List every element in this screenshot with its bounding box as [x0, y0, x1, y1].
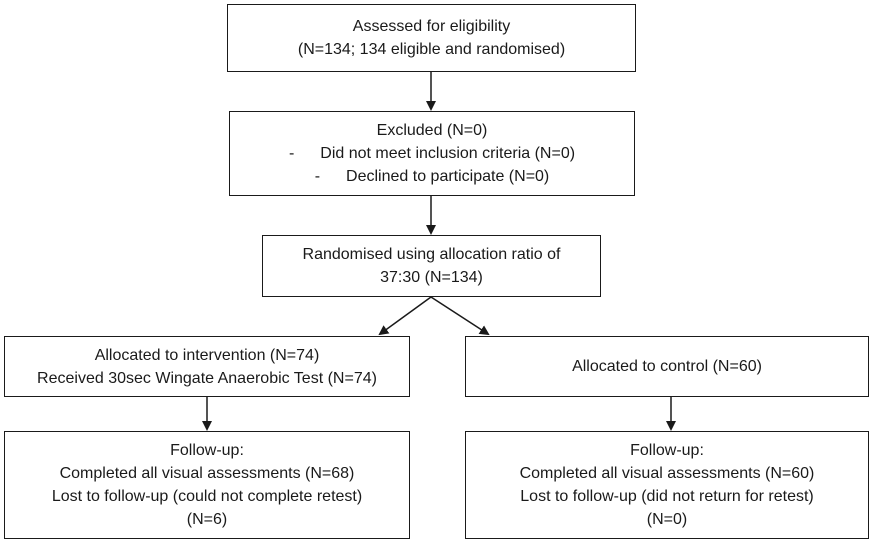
- followup-control-lost-count: (N=0): [646, 511, 688, 528]
- eligibility-count: (N=134; 134 eligible and randomised): [297, 41, 566, 58]
- arrow-randomised-to-control: [430, 296, 490, 336]
- followup-intervention-box: Follow-up: Completed all visual assessme…: [4, 431, 410, 539]
- followup-control-box: Follow-up: Completed all visual assessme…: [465, 431, 869, 539]
- allocated-control-title: Allocated to control (N=60): [572, 358, 762, 375]
- eligibility-box: Assessed for eligibility (N=134; 134 eli…: [227, 4, 636, 72]
- excluded-box: Excluded (N=0) - Did not meet inclusion c…: [229, 111, 635, 196]
- bullet-dash: -: [288, 145, 295, 162]
- excluded-reason-not-eligible: - Did not meet inclusion criteria (N=0): [289, 142, 575, 165]
- followup-intervention-completed: Completed all visual assessments (N=68): [59, 465, 355, 482]
- followup-control-completed: Completed all visual assessments (N=60): [519, 465, 815, 482]
- followup-control-title: Follow-up:: [630, 442, 704, 459]
- followup-intervention-title: Follow-up:: [170, 442, 244, 459]
- excluded-title: Excluded (N=0): [376, 122, 488, 139]
- allocated-control-box: Allocated to control (N=60): [465, 336, 869, 397]
- excluded-reason-declined: - Declined to participate (N=0): [315, 165, 550, 188]
- randomised-box: Randomised using allocation ratio of 37:…: [262, 235, 601, 297]
- randomised-ratio: 37:30 (N=134): [380, 269, 483, 286]
- allocated-intervention-detail: Received 30sec Wingate Anaerobic Test (N…: [37, 369, 377, 387]
- followup-intervention-lost: Lost to follow-up (could not complete re…: [51, 488, 363, 505]
- excluded-reason-not-eligible-text: Did not meet inclusion criteria (N=0): [320, 145, 576, 162]
- bullet-dash: -: [314, 168, 321, 185]
- excluded-reason-declined-text: Declined to participate (N=0): [346, 168, 550, 185]
- allocated-intervention-box: Allocated to intervention (N=74) Receive…: [4, 336, 410, 397]
- followup-intervention-lost-count: (N=6): [186, 511, 228, 528]
- followup-control-lost: Lost to follow-up (did not return for re…: [520, 488, 814, 505]
- eligibility-title: Assessed for eligibility: [352, 18, 511, 35]
- randomised-title: Randomised using allocation ratio of: [302, 246, 561, 263]
- arrow-randomised-to-intervention: [378, 296, 432, 336]
- allocated-intervention-title: Allocated to intervention (N=74): [94, 346, 320, 364]
